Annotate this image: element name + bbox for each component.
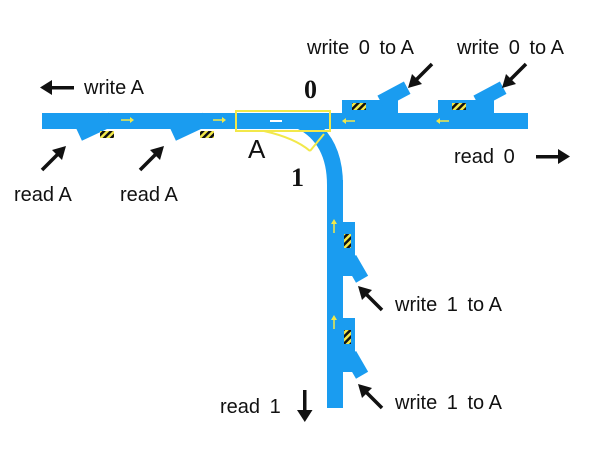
label-write-0-to-a-1: write 0 to A (306, 37, 415, 59)
switch-a-label: A (248, 134, 266, 164)
write-1-gadget-2 (331, 315, 369, 379)
label-write-1-to-a-1: write 1 to A (394, 294, 503, 316)
arrow-write-1-1 (358, 286, 384, 312)
switch-a-curve-edge (309, 133, 325, 152)
arrow-read-a-2 (138, 146, 164, 172)
arrow-write-1-2 (358, 384, 384, 410)
read-a-gadget-2 (170, 112, 226, 141)
label-read-a-1: read A (14, 184, 72, 206)
write-1-gadget-1 (331, 219, 369, 283)
curved-branch-track (296, 113, 343, 186)
switch-a-curve-outline (263, 130, 311, 152)
branch-0-label: 0 (304, 75, 317, 104)
read-a-gadget-1 (76, 112, 134, 141)
label-write-a: write A (83, 77, 145, 99)
arrow-write-0-1 (408, 62, 434, 88)
arrow-write-a-left (40, 80, 74, 95)
label-read-0: read 0 (454, 146, 515, 168)
arrow-read-0-right (536, 149, 570, 164)
write-0-gadget-2 (436, 81, 507, 124)
label-write-0-to-a-2: write 0 to A (456, 37, 565, 59)
write-0-gadget-1 (342, 81, 411, 124)
vertical-track (327, 180, 343, 408)
switch-a (235, 110, 331, 132)
label-read-1: read 1 (220, 396, 281, 418)
branch-1-label: 1 (291, 163, 304, 192)
label-read-a-2: read A (120, 184, 178, 206)
arrow-read-1-down (297, 390, 313, 422)
arrow-write-0-2 (502, 62, 528, 88)
horizontal-track (42, 113, 528, 129)
label-write-1-to-a-2: write 1 to A (394, 392, 503, 414)
arrow-read-a-1 (40, 146, 66, 172)
